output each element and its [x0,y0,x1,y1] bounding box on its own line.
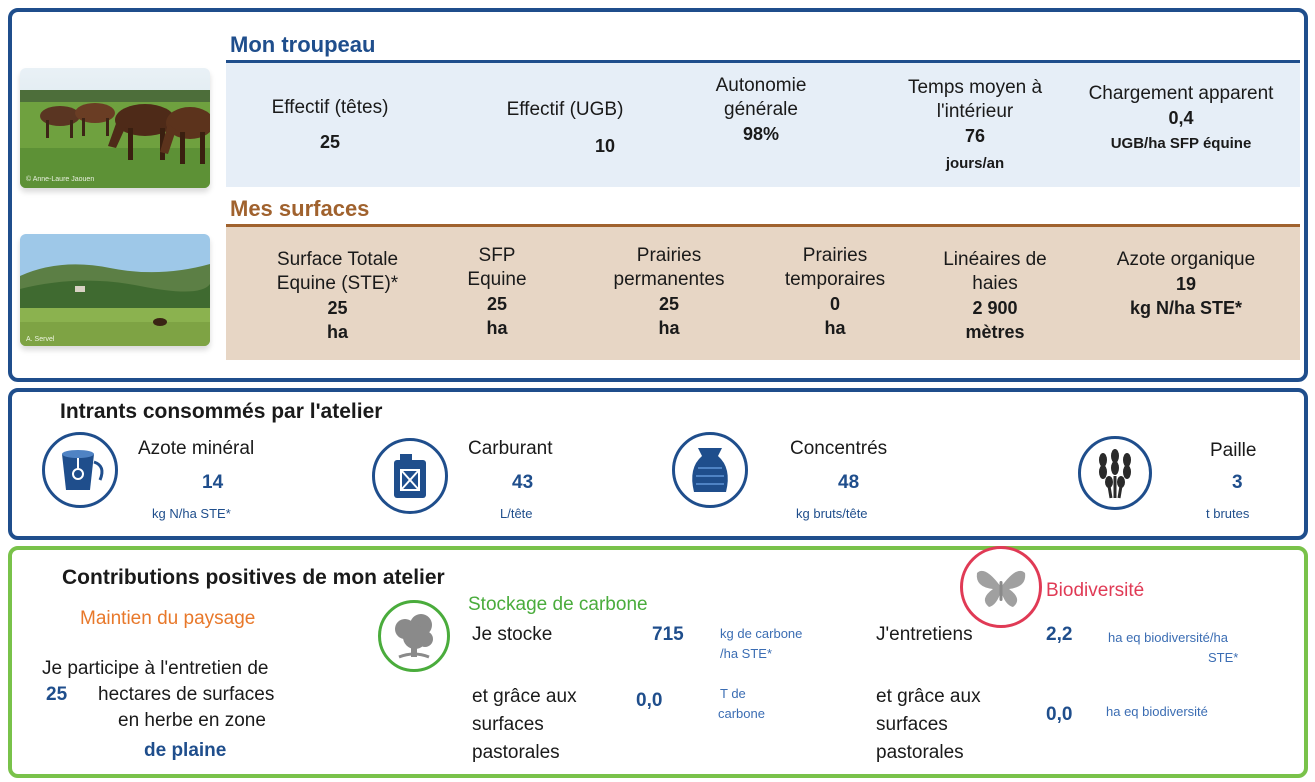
carbon-unit: carbone [718,706,765,721]
herd-cell: Chargement apparent 0,4 UGB/ha SFP équin… [1088,83,1274,152]
surfaces-title-rule [226,224,1300,227]
surfaces-band [226,227,1300,360]
carbon-label: surfaces [472,714,544,735]
carbon-value: 715 [652,624,684,645]
carbon-unit: kg de carbone [720,626,803,641]
biodiversity-unit: ha eq biodiversité/ha [1108,630,1228,645]
landscape-text: en herbe en zone [118,710,266,731]
carbon-label: et grâce aux [472,686,577,707]
carbon-label: pastorales [472,742,560,763]
input-value: 43 [512,472,534,493]
photo-credit: © Anne-Laure Jaouen [26,175,94,183]
carbon-label: Je stocke [472,624,553,645]
input-value: 3 [1232,472,1243,493]
surface-cell: Prairies permanentes 25 ha [613,245,725,338]
input-unit: kg N/ha STE* [152,506,231,521]
landscape-zone: de plaine [144,740,227,761]
surface-cell: Azote organique 19 kg N/ha STE* [1116,249,1256,318]
contributions-title: Contributions positives de mon atelier [62,566,445,589]
surface-cell: Surface Totale Equine (STE)* 25 ha [276,249,399,342]
herd-cell: Effectif (têtes) 25 [271,97,389,152]
surfaces-title: Mes surfaces [230,196,370,221]
input-label: Azote minéral [138,438,255,459]
photo-credit: A. Servel [26,336,55,343]
biodiversity-label: surfaces [876,714,948,735]
butterfly-icon [960,546,1042,628]
fuel-can-icon [372,438,448,514]
biodiversity-unit: ha eq biodiversité [1106,704,1208,719]
herd-cell: Effectif (UGB) 10 [506,99,624,156]
biodiversity-label: et grâce aux [876,686,981,707]
surface-cell: Prairies temporaires 0 ha [784,245,886,338]
landscape-value: 25 [46,684,68,705]
horses-photo: © Anne-Laure Jaouen [20,68,210,188]
carbon-heading: Stockage de carbone [468,594,648,615]
biodiversity-label: J'entretiens [876,624,973,645]
biodiversity-value: 2,2 [1046,624,1073,645]
herd-title-rule [226,60,1300,63]
surface-cell: SFP Equine 25 ha [467,245,527,338]
feed-sack-icon [672,432,748,508]
tree-icon [378,600,450,672]
biodiversity-unit: STE* [1208,650,1239,665]
landscape-heading: Maintien du paysage [80,608,256,629]
inputs-title: Intrants consommés par l'atelier [60,400,383,423]
carbon-unit: T de [720,686,746,701]
landscape-photo: A. Servel [20,234,210,346]
input-unit: L/tête [500,506,533,521]
input-label: Paille [1210,440,1257,461]
biodiversity-label: pastorales [876,742,964,763]
biodiversity-value: 0,0 [1046,704,1073,725]
landscape-text: hectares de surfaces [98,684,275,705]
herd-cell: Temps moyen à l'intérieur 76 jours/an [907,77,1043,172]
wheat-icon [1078,436,1152,510]
biodiversity-heading: Biodiversité [1046,580,1145,601]
input-unit: t brutes [1206,506,1250,521]
surface-cell: Linéaires de haies 2 900 mètres [943,249,1047,342]
contributions-panel [8,546,1308,778]
herd-band [226,63,1300,187]
input-unit: kg bruts/tête [796,506,868,521]
input-label: Carburant [468,438,553,459]
input-value: 48 [838,472,860,493]
carbon-value: 0,0 [636,690,663,711]
carbon-unit: /ha STE* [720,646,773,661]
landscape-text: Je participe à l'entretien de [42,658,269,679]
input-value: 14 [202,472,224,493]
herd-cell: Autonomie générale 98% [715,75,807,144]
herd-title: Mon troupeau [230,32,376,57]
fertilizer-bucket-icon [42,432,118,508]
input-label: Concentrés [790,438,888,459]
